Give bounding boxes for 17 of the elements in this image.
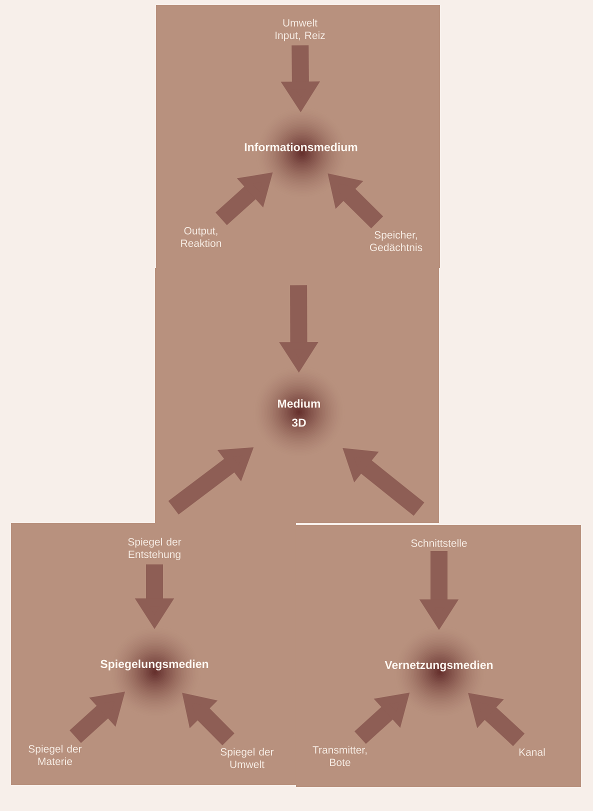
panel [155, 268, 439, 523]
label: Transmitter, Bote [312, 746, 367, 766]
label: Spiegel der Entstehung [128, 538, 182, 560]
panel [11, 523, 296, 785]
label: Speicher, Gedächtnis [370, 230, 422, 252]
center-label: Vernetzungsmedien [384, 660, 493, 672]
center-label: Informationsmedium [244, 142, 358, 152]
center-label: Medium 3D [278, 399, 320, 427]
label: Schnittstelle [411, 539, 467, 547]
label: Kanal [519, 748, 545, 756]
panel [296, 525, 581, 787]
panel [156, 5, 440, 268]
center-label: Spiegelungsmedien [100, 660, 208, 670]
label: Umwelt Input, Reiz [276, 18, 325, 42]
label: Spiegel der Umwelt [220, 748, 274, 768]
label: Spiegel der Materie [28, 744, 82, 766]
label: Output, Reaktion [181, 227, 222, 247]
